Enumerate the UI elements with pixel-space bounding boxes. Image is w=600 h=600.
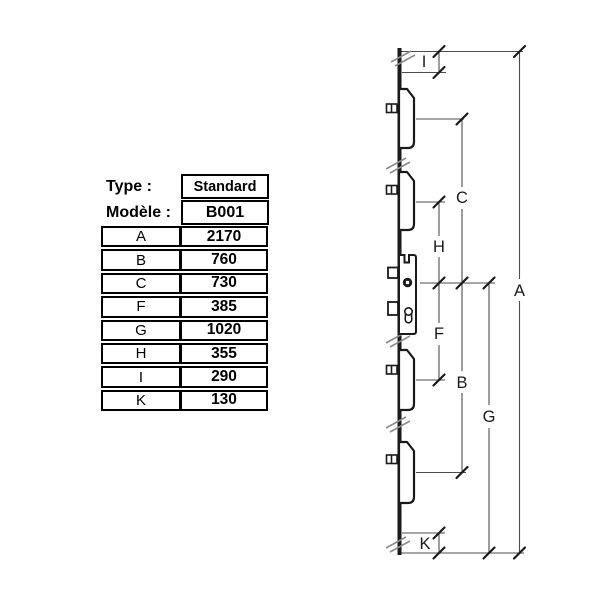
dim-label-I: I xyxy=(422,53,427,71)
table-row: I 290 xyxy=(101,366,271,388)
dim-label-K: K xyxy=(419,535,430,553)
dim-value: 130 xyxy=(180,389,268,412)
table-header-model: Modèle : B001 xyxy=(101,200,271,225)
type-value: Standard xyxy=(181,174,269,199)
table-header-type: Type : Standard xyxy=(101,174,271,199)
dim-value: 355 xyxy=(180,342,268,365)
table-row: F 385 xyxy=(101,296,271,318)
cylinder-hole xyxy=(403,306,413,316)
dead-bolt xyxy=(387,301,399,316)
table-row: A 2170 xyxy=(101,226,271,248)
table-row: G 1020 xyxy=(101,319,271,341)
model-value: B001 xyxy=(181,200,269,225)
dim-value: 1020 xyxy=(180,319,268,341)
spindle-square xyxy=(405,280,410,285)
dim-label-H: H xyxy=(433,238,445,256)
type-label: Type : xyxy=(106,177,152,195)
table-row: H 355 xyxy=(101,342,271,365)
dim-label-F: F xyxy=(434,325,444,343)
dim-value: 2170 xyxy=(180,226,268,248)
dim-value: 385 xyxy=(180,296,268,318)
latch-bolt xyxy=(387,266,399,279)
dimension-lines xyxy=(401,50,524,554)
table-row: B 760 xyxy=(101,249,271,271)
table-row: K 130 xyxy=(101,389,271,412)
dim-label-A: A xyxy=(514,282,525,300)
keeps xyxy=(397,87,416,505)
keep-4 xyxy=(397,440,416,505)
lock-case xyxy=(387,254,417,335)
keep-1 xyxy=(397,87,416,150)
dim-label-B: B xyxy=(456,374,467,392)
spec-table: Type : Standard Modèle : B001 A 2170 B 7… xyxy=(101,174,271,413)
dim-label-G: G xyxy=(483,408,496,426)
dimension-ticks xyxy=(432,44,527,560)
table-row: C 730 xyxy=(101,272,271,295)
fixing-tabs xyxy=(385,103,398,465)
dim-label-C: C xyxy=(456,189,468,207)
dim-value: 760 xyxy=(180,249,268,271)
keep-3 xyxy=(397,348,416,412)
keep-2 xyxy=(397,170,416,232)
model-label: Modèle : xyxy=(106,203,171,221)
dimension-labels: I C H A F B G K xyxy=(419,53,525,553)
dim-value: 290 xyxy=(180,366,268,388)
dim-value: 730 xyxy=(180,272,268,295)
